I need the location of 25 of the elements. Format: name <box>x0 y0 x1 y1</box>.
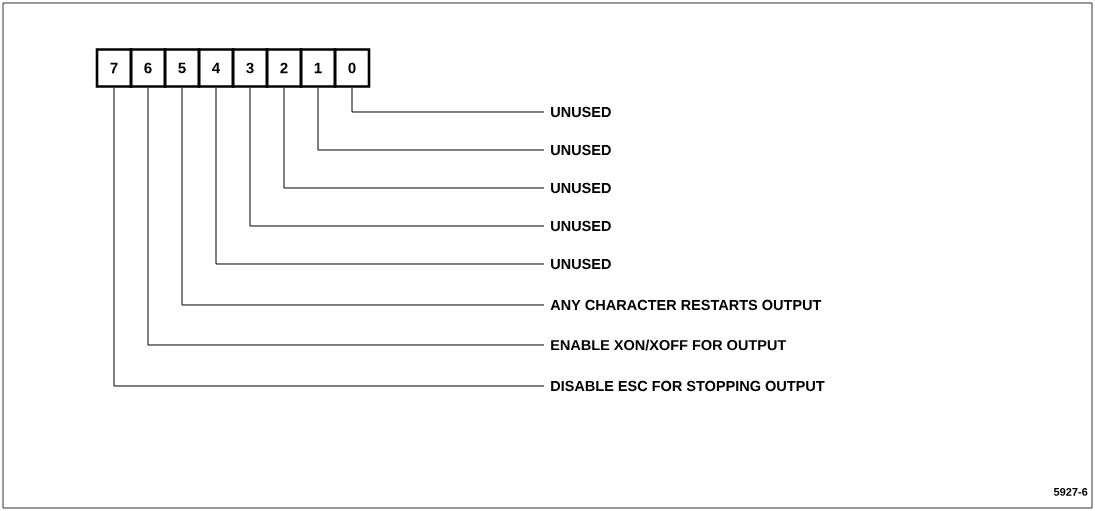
leader-line <box>215 87 545 265</box>
leader-line <box>249 87 545 227</box>
bit-description: DISABLE ESC FOR STOPPING OUTPUT <box>551 380 825 392</box>
bit-description: UNUSED <box>551 220 611 232</box>
bit-description: UNUSED <box>551 182 611 194</box>
leader-line <box>181 87 545 306</box>
bit-box: 7 <box>95 48 133 88</box>
bit-box: 3 <box>231 48 269 88</box>
bit-box: 4 <box>197 48 235 88</box>
bit-description: UNUSED <box>551 144 611 156</box>
figure-number: 5927-6 <box>1053 488 1088 496</box>
bit-description: UNUSED <box>551 106 611 118</box>
leader-line <box>147 87 545 346</box>
bit-box: 5 <box>163 48 201 88</box>
bit-description: UNUSED <box>551 258 611 270</box>
leader-line <box>317 87 545 151</box>
leader-line <box>351 87 545 113</box>
bit-description: ANY CHARACTER RESTARTS OUTPUT <box>550 299 822 311</box>
bit-box: 2 <box>265 48 303 88</box>
leader-line <box>283 87 545 189</box>
bit-description: ENABLE XON/XOFF FOR OUTPUT <box>551 339 787 351</box>
leader-line <box>113 87 545 387</box>
bit-box: 1 <box>299 48 337 88</box>
bit-box: 6 <box>129 48 167 88</box>
bit-box: 0 <box>333 48 371 88</box>
